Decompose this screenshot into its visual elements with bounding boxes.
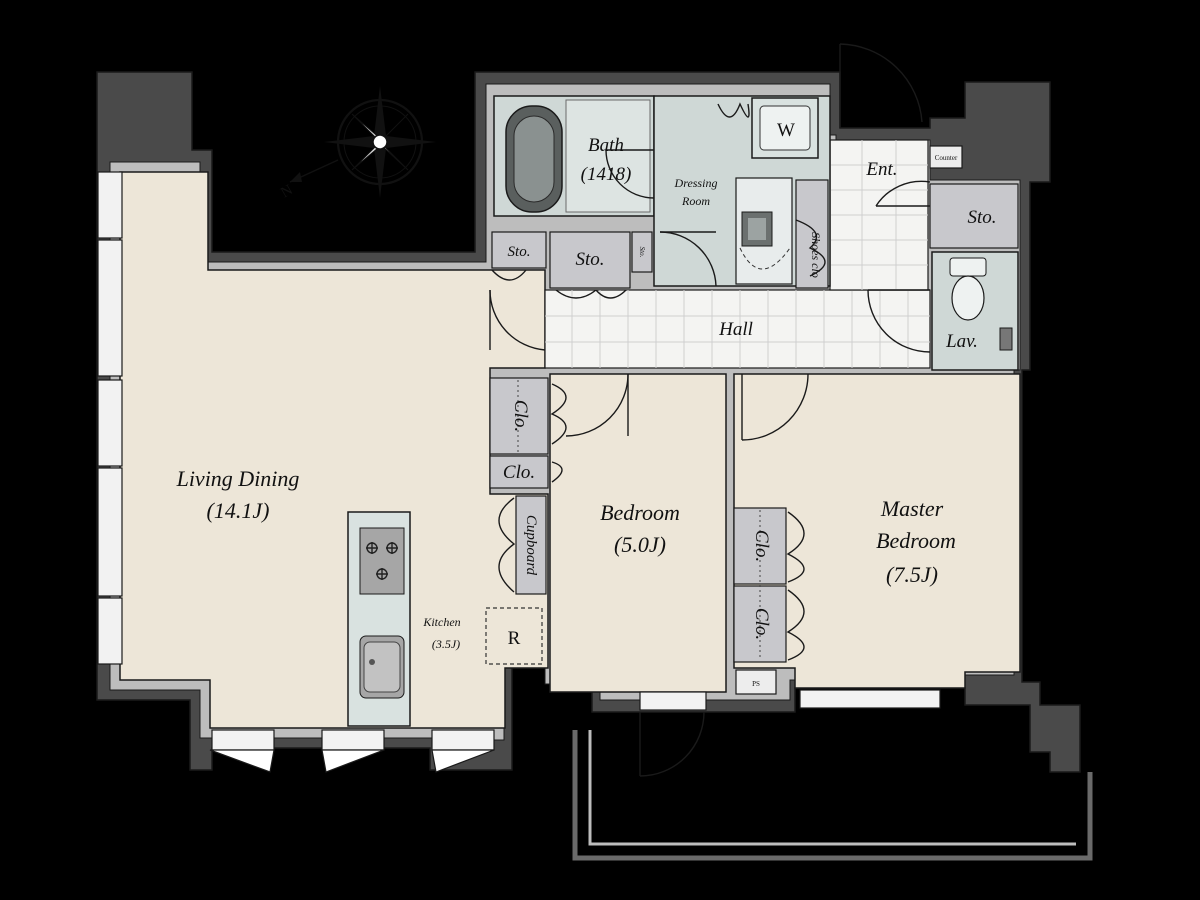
master-bedroom-floor (733, 373, 1021, 689)
washbasin (735, 177, 793, 285)
hall-floor (544, 289, 931, 369)
master-bedroom-label-1: Master (880, 496, 944, 521)
cupboard-block (515, 495, 547, 595)
cupboard-label: Cupboard (523, 515, 539, 576)
bedroom-label: Bedroom (600, 500, 680, 525)
living-dining-floor (119, 171, 549, 729)
sto-mid (549, 231, 631, 289)
shoes-closet-label: Shoes clo (809, 232, 823, 278)
burner-icon (366, 542, 398, 580)
living-dining-size: (14.1J) (207, 498, 270, 523)
washer (751, 97, 819, 159)
sink-drain-icon (369, 659, 375, 665)
bath-size: (1418) (581, 164, 632, 185)
balcony-inner (588, 730, 1076, 846)
toilet-icon (949, 257, 1013, 351)
cooktop (359, 527, 405, 595)
bathtub (505, 105, 563, 213)
sto-small-left-label: Sto. (508, 244, 531, 260)
kitchen-label: Kitchen (422, 615, 460, 629)
door-swings (489, 43, 931, 777)
entrance-label: Ent. (865, 159, 897, 180)
shoes-closet (795, 179, 829, 289)
sink-basin (363, 641, 401, 693)
bedroom-size: (5.0J) (614, 532, 666, 557)
clo-master-a-label: Clo. (751, 530, 772, 562)
counter-box (929, 145, 963, 169)
dressing-room-label-1: Dressing (674, 176, 718, 190)
hall-label: Hall (718, 319, 753, 340)
bath-floor-inner (565, 99, 651, 213)
compass-north-label: N (278, 182, 296, 201)
pipe-space-label: PS (752, 680, 760, 688)
kitchen-size: (3.5J) (432, 637, 460, 651)
dressing-room-label-2: Room (681, 194, 710, 208)
clo-lower-label: Clo. (503, 462, 535, 483)
storage-blocks (489, 145, 1019, 695)
master-bedroom-size: (7.5J) (886, 562, 938, 587)
kitchen-island (347, 511, 411, 727)
clo-master-b-label: Clo. (751, 608, 772, 640)
window-sashes (209, 749, 495, 773)
counter-label: Counter (935, 154, 958, 162)
clo-lower (489, 455, 549, 489)
sto-small-left (491, 231, 547, 269)
master-bedroom-label-2: Bedroom (876, 528, 956, 553)
bath-label: Bath (588, 135, 624, 156)
refrigerator (485, 607, 543, 665)
closet-rails (517, 380, 761, 660)
refrigerator-label: R (508, 628, 521, 649)
living-dining-label: Living Dining (176, 466, 300, 491)
sto-narrow-label: Sto. (638, 247, 646, 258)
clo-upper (489, 377, 549, 455)
sto-entrance-label: Sto. (967, 207, 996, 228)
sto-entrance (929, 183, 1019, 249)
washer-label: W (777, 120, 795, 141)
lavatory-label: Lav. (945, 331, 978, 352)
balcony-outline (572, 730, 1093, 861)
clo-upper-label: Clo. (510, 400, 531, 432)
clo-master-b (733, 585, 787, 663)
pipe-space (735, 669, 777, 695)
sto-narrow (631, 231, 653, 273)
bedroom-floor (549, 373, 727, 693)
sto-mid-label: Sto. (575, 249, 604, 270)
windows (97, 171, 941, 751)
compass-rose-icon (289, 86, 436, 198)
